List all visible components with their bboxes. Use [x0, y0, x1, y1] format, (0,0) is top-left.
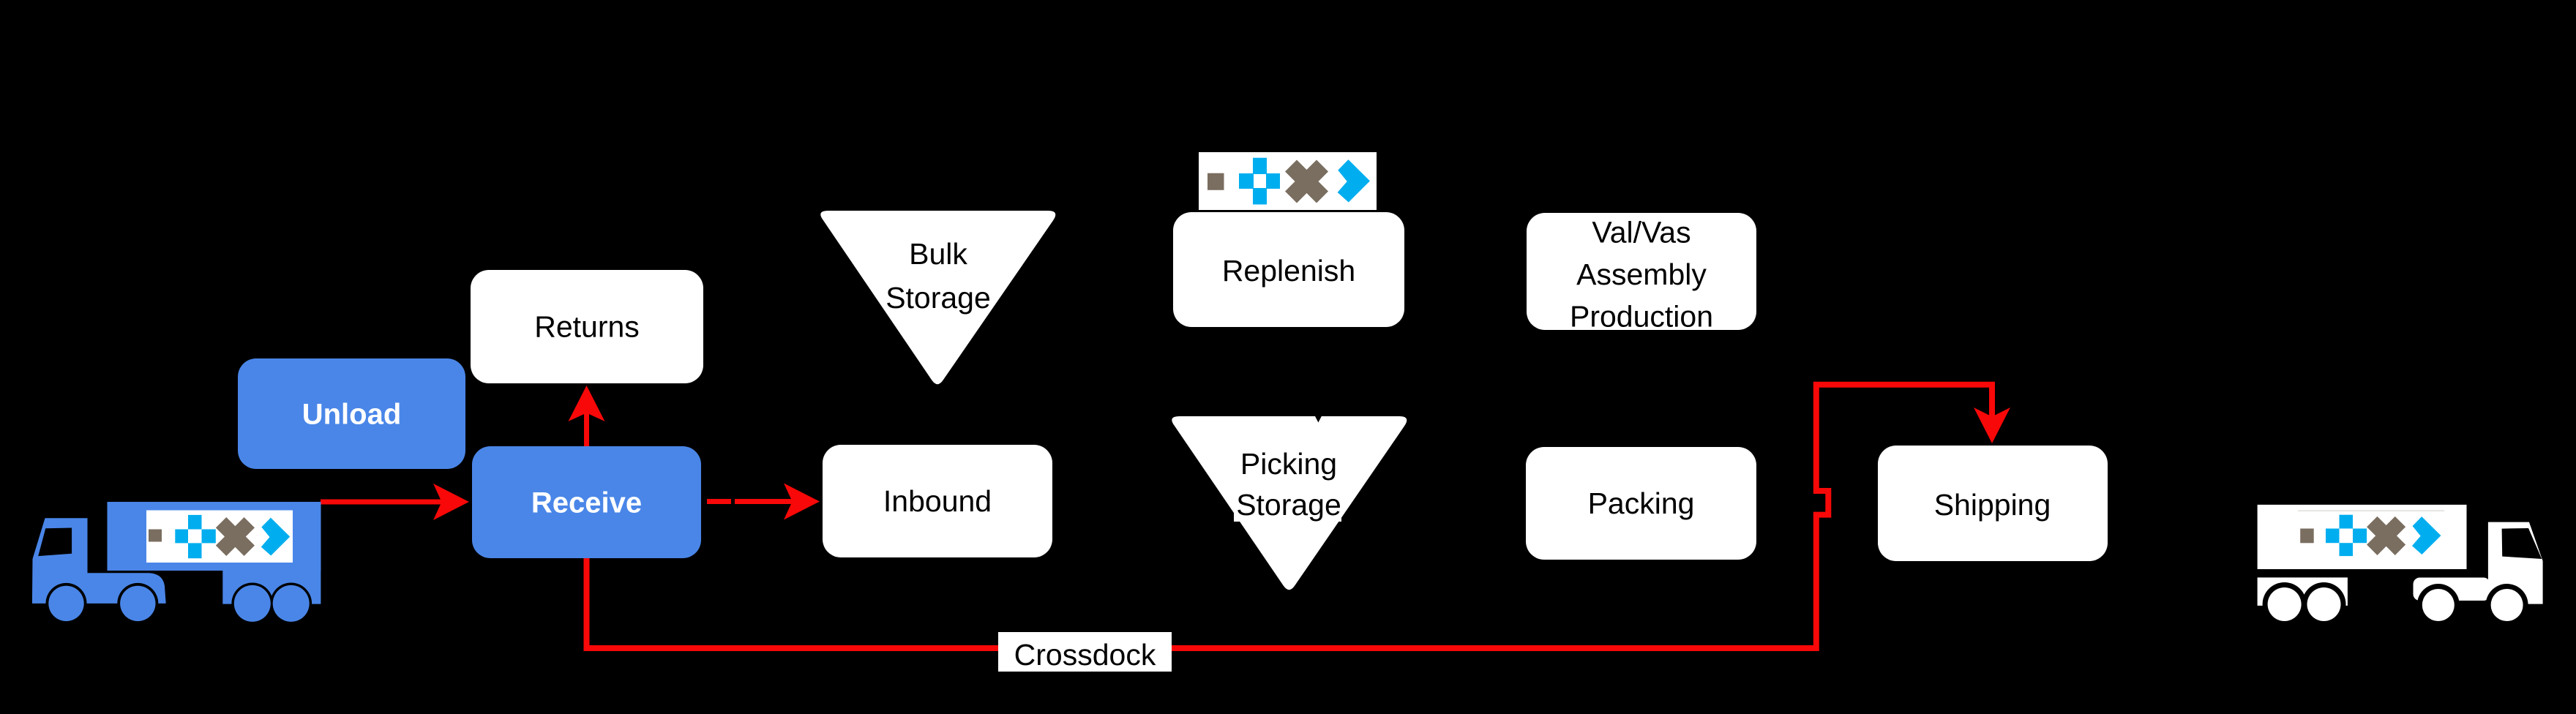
svg-text:Bulk: Bulk — [909, 237, 967, 271]
svg-text:Storage: Storage — [886, 281, 991, 315]
svg-text:Returns: Returns — [534, 310, 640, 344]
svg-text:Unload: Unload — [302, 399, 402, 431]
svg-text:Replenish: Replenish — [1222, 254, 1355, 288]
svg-text:Val/Vas: Val/Vas — [1592, 216, 1690, 249]
svg-text:Packing: Packing — [1588, 486, 1695, 520]
svg-text:Shipping: Shipping — [1934, 488, 2051, 522]
svg-text:Assembly: Assembly — [1576, 258, 1707, 291]
svg-text:Picking: Picking — [1240, 447, 1337, 481]
svg-text:Inbound: Inbound — [883, 484, 992, 518]
svg-text:Receive: Receive — [531, 487, 642, 519]
svg-text:Storage: Storage — [1236, 488, 1341, 522]
svg-text:Production: Production — [1570, 300, 1713, 334]
svg-text:Crossdock: Crossdock — [1014, 638, 1156, 672]
